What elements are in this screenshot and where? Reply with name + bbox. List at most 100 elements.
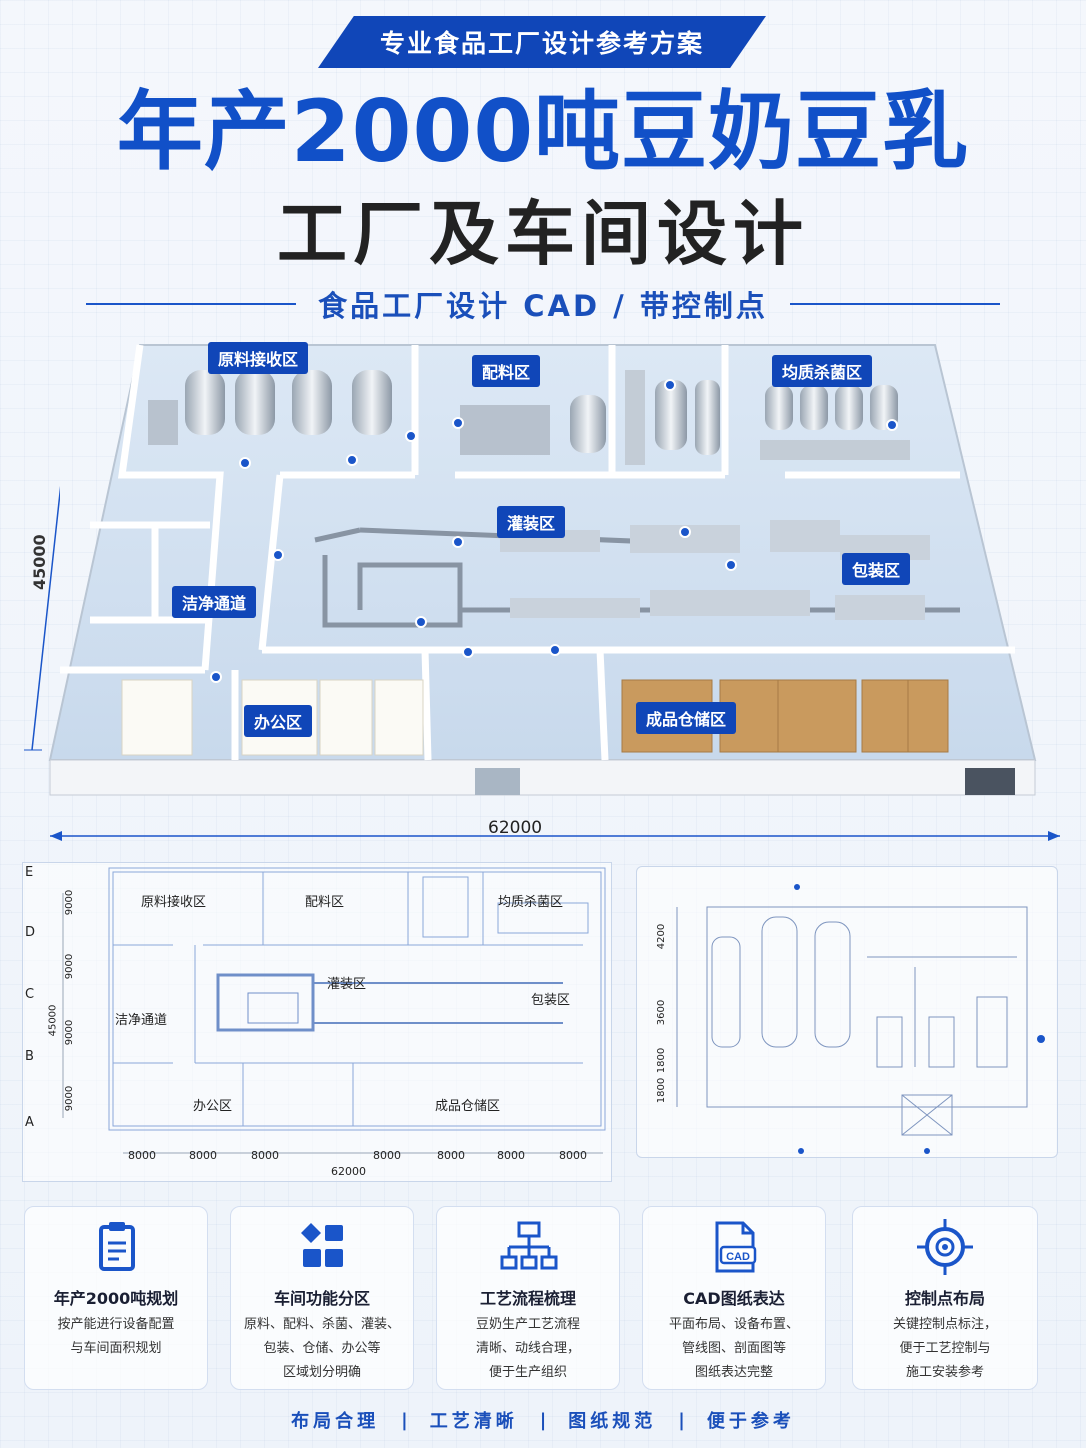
axis-row-C: C <box>25 987 35 1002</box>
zone-tag-homog: 均质杀菌区 <box>772 355 873 387</box>
cad-zone-office: 办公区 <box>193 1099 233 1114</box>
col-dim-2: 8000 <box>189 1149 217 1162</box>
feature-desc-line: 原料、配料、杀菌、灌装、 <box>243 1317 400 1332</box>
target-icon <box>917 1219 973 1275</box>
feature-desc-line: 图纸表达完整 <box>694 1365 773 1380</box>
feature-desc-line: 关键控制点标注， <box>892 1317 997 1332</box>
top-badge: 专业食品工厂设计参考方案 <box>318 16 766 68</box>
cad-zone-filling: 灌装区 <box>327 977 367 992</box>
dimension-horizontal <box>50 831 1060 841</box>
feature-desc: 关键控制点标注， 便于工艺控制与 施工安装参考 <box>861 1313 1029 1385</box>
feature-desc-line: 便于工艺控制与 <box>899 1341 991 1356</box>
flowchart-icon <box>500 1221 558 1270</box>
feature-card-zoning: 车间功能分区 原料、配料、杀菌、灌装、 包装、仓储、办公等 区域划分明确 <box>230 1206 414 1390</box>
feature-card-planning: 年产2000吨规划 按产能进行设备配置 与车间面积规划 <box>24 1206 208 1390</box>
subtitle-text: 食品工厂设计 CAD / 带控制点 <box>318 289 768 323</box>
total-height-dim: 45000 <box>47 1004 59 1037</box>
feature-title: 车间功能分区 <box>273 1289 370 1308</box>
footer-item: 工艺清晰 <box>429 1411 518 1432</box>
cad-zone-homog: 均质杀菌区 <box>498 895 564 910</box>
section-control-points <box>794 884 1045 1154</box>
feature-title: 年产2000吨规划 <box>53 1289 179 1308</box>
subtitle-row: 食品工厂设计 CAD / 带控制点 <box>0 282 1086 326</box>
zone-tag-packing: 包装区 <box>842 553 911 585</box>
feature-title: 控制点布局 <box>904 1289 985 1308</box>
feature-card-control: 控制点布局 关键控制点标注， 便于工艺控制与 施工安装参考 <box>852 1206 1038 1390</box>
blocks-icon <box>301 1223 343 1267</box>
section-dim-3: 1800 <box>656 1047 668 1074</box>
feature-desc-line: 与车间面积规划 <box>70 1341 162 1356</box>
filling-machines <box>500 520 930 620</box>
col-dim-1: 8000 <box>128 1149 156 1162</box>
control-points <box>210 379 898 683</box>
warehouse-pallets <box>621 679 949 753</box>
row-dim-3: 9000 <box>64 1019 76 1046</box>
badge-text: 专业食品工厂设计参考方案 <box>379 29 704 58</box>
cad-zone-batching: 配料区 <box>305 895 345 910</box>
feature-desc-line: 按产能进行设备配置 <box>57 1317 175 1332</box>
cad-icon-text: CAD <box>726 1251 750 1263</box>
feature-title: CAD图纸表达 <box>683 1289 785 1308</box>
section-dim-2: 3600 <box>656 999 668 1026</box>
feature-desc: 原料、配料、杀菌、灌装、 包装、仓储、办公等 区域划分明确 <box>239 1313 405 1385</box>
col-dim-7: 8000 <box>559 1149 587 1162</box>
feature-desc-line: 清晰、动线合理， <box>475 1341 580 1356</box>
zone-tag-clean: 洁净通道 <box>172 586 257 618</box>
cad-section-drawing: 4200 3600 1800 1800 <box>636 866 1058 1158</box>
clipboard-icon <box>99 1222 135 1271</box>
row-dim-1: 9000 <box>64 889 76 916</box>
feature-desc-line: 包装、仓储、办公等 <box>263 1341 381 1356</box>
footer-slogans: 布局合理 | 工艺清晰 | 图纸规范 | 便于参考 <box>0 1404 1086 1436</box>
axis-row-A: A <box>25 1115 34 1130</box>
raw-tanks <box>148 370 392 445</box>
footer-item: 便于参考 <box>706 1411 795 1432</box>
zone-tag-raw: 原料接收区 <box>208 342 309 374</box>
zone-tag-batching: 配料区 <box>472 355 541 387</box>
cad-section-lines <box>676 884 1045 1154</box>
section-dim-4: 1800 <box>656 1077 668 1104</box>
cad-zone-warehouse: 成品仓储区 <box>435 1099 501 1114</box>
feature-desc-line: 区域划分明确 <box>282 1365 361 1380</box>
dimension-vertical <box>24 485 60 751</box>
zone-tag-warehouse: 成品仓储区 <box>636 702 737 734</box>
feature-desc-line: 管线图、剖面图等 <box>681 1341 786 1356</box>
col-dim-6: 8000 <box>497 1149 525 1162</box>
cad-zone-raw: 原料接收区 <box>141 895 207 910</box>
axis-row-E: E <box>25 865 34 880</box>
sub-title: 工厂及车间设计 <box>277 193 809 275</box>
zone-tag-filling: 灌装区 <box>497 506 566 538</box>
cad-zone-packing: 包装区 <box>531 993 571 1008</box>
main-title: 年产2000吨豆奶豆乳 <box>116 82 970 182</box>
col-dim-4: 8000 <box>373 1149 401 1162</box>
feature-desc-line: 平面布局、设备布置、 <box>668 1317 799 1332</box>
footer-separator: | <box>678 1409 685 1431</box>
cad-plan-lines <box>62 867 606 1154</box>
homog-tanks <box>760 385 910 460</box>
col-dim-5: 8000 <box>437 1149 465 1162</box>
feature-card-cad: CAD CAD图纸表达 平面布局、设备布置、 管线图、剖面图等 图纸表达完整 <box>642 1206 826 1390</box>
footer-item: 图纸规范 <box>568 1411 657 1432</box>
axis-row-D: D <box>25 925 36 940</box>
row-dim-2: 9000 <box>64 953 76 980</box>
isometric-factory-plan <box>48 344 1037 796</box>
cad-file-icon: CAD <box>715 1221 757 1273</box>
total-width-dim: 62000 <box>331 1165 366 1178</box>
batching-equipment <box>460 370 720 465</box>
feature-desc-line: 豆奶生产工艺流程 <box>475 1317 580 1332</box>
subtitle-line-left <box>86 303 297 305</box>
subtitle-line-right <box>789 303 1000 305</box>
feature-title: 工艺流程梳理 <box>479 1289 576 1308</box>
feature-desc: 豆奶生产工艺流程 清晰、动线合理， 便于生产组织 <box>445 1313 611 1385</box>
axis-row-B: B <box>25 1049 34 1064</box>
cad-zone-clean: 洁净通道 <box>115 1013 168 1028</box>
footer-separator: | <box>539 1409 547 1431</box>
feature-desc: 平面布局、设备布置、 管线图、剖面图等 图纸表达完整 <box>651 1313 817 1385</box>
section-dim-1: 4200 <box>656 923 668 950</box>
row-dim-4: 9000 <box>64 1085 76 1112</box>
feature-desc: 按产能进行设备配置 与车间面积规划 <box>33 1313 199 1361</box>
feature-card-process: 工艺流程梳理 豆奶生产工艺流程 清晰、动线合理， 便于生产组织 <box>436 1206 620 1390</box>
feature-desc-line: 施工安装参考 <box>905 1365 984 1380</box>
dimension-width-label: 62000 <box>488 818 543 838</box>
footer-item: 布局合理 <box>291 1411 380 1432</box>
col-dim-3: 8000 <box>251 1149 279 1162</box>
